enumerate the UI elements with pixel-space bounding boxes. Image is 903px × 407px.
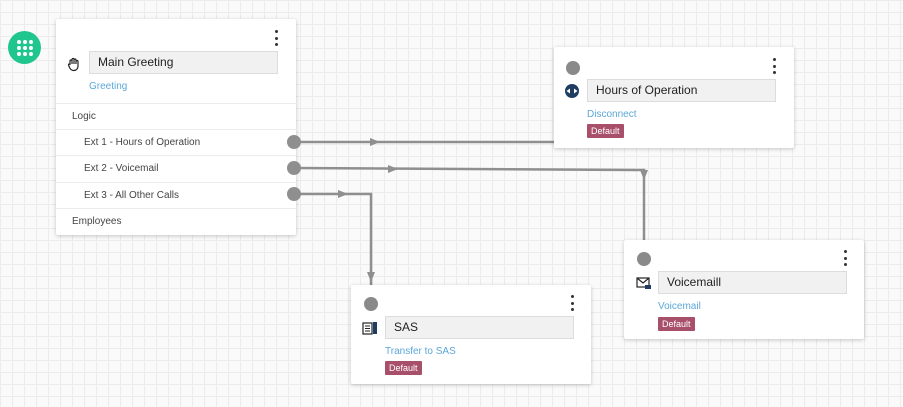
node-input-port[interactable] xyxy=(566,61,580,75)
extension-port-1[interactable] xyxy=(287,135,301,149)
keypad-icon xyxy=(16,39,33,56)
node-type-link[interactable]: Transfer to SAS xyxy=(385,346,456,357)
node-menu-kebab-icon[interactable] xyxy=(840,250,850,266)
node-menu-kebab-icon[interactable] xyxy=(769,58,779,74)
node-name-field[interactable]: Hours of Operation xyxy=(587,79,776,102)
keypad-menu-button[interactable] xyxy=(8,31,41,64)
wire-arrow xyxy=(370,138,380,146)
default-badge: Default xyxy=(587,124,624,138)
extension-row-1[interactable]: Ext 1 - Hours of Operation xyxy=(56,129,297,155)
node-menu-kebab-icon[interactable] xyxy=(567,295,577,311)
extension-port-2[interactable] xyxy=(287,161,301,175)
node-hours-of-operation[interactable]: Hours of Operation Disconnect Default xyxy=(554,47,794,148)
default-badge: Default xyxy=(385,361,422,375)
node-type-link[interactable]: Voicemail xyxy=(658,301,701,312)
disconnect-icon xyxy=(565,84,579,98)
extension-port-3[interactable] xyxy=(287,187,301,201)
employees-section-label: Employees xyxy=(56,208,297,234)
node-name-field[interactable]: Voicemaill xyxy=(658,271,847,294)
transfer-icon xyxy=(362,322,377,335)
node-name-field[interactable]: SAS xyxy=(385,316,574,339)
extension-row-2[interactable]: Ext 2 - Voicemail xyxy=(56,155,297,181)
extension-row-3[interactable]: Ext 3 - All Other Calls xyxy=(56,182,297,208)
wire-arrow xyxy=(388,165,398,173)
node-voicemail[interactable]: Voicemaill Voicemail Default xyxy=(624,240,864,339)
node-menu-kebab-icon[interactable] xyxy=(271,30,281,46)
node-type-link[interactable]: Disconnect xyxy=(587,109,637,120)
wire-ext3-to-sas xyxy=(294,192,373,285)
node-type-link[interactable]: Greeting xyxy=(89,81,128,92)
default-badge: Default xyxy=(658,317,695,331)
node-sas[interactable]: SAS Transfer to SAS Default xyxy=(351,285,591,384)
wire-arrow xyxy=(640,170,648,180)
wire-ext2-to-voicemail xyxy=(293,166,646,241)
hand-icon xyxy=(67,57,79,72)
node-main-greeting[interactable]: Main Greeting Greeting Logic Ext 1 - Hou… xyxy=(56,19,297,235)
voicemail-icon xyxy=(636,277,651,289)
node-input-port[interactable] xyxy=(637,252,651,266)
wire-arrow xyxy=(367,272,375,282)
logic-section-label: Logic xyxy=(56,103,297,129)
node-input-port[interactable] xyxy=(364,297,378,311)
wire-arrow xyxy=(338,190,348,198)
node-name-field[interactable]: Main Greeting xyxy=(89,51,278,74)
